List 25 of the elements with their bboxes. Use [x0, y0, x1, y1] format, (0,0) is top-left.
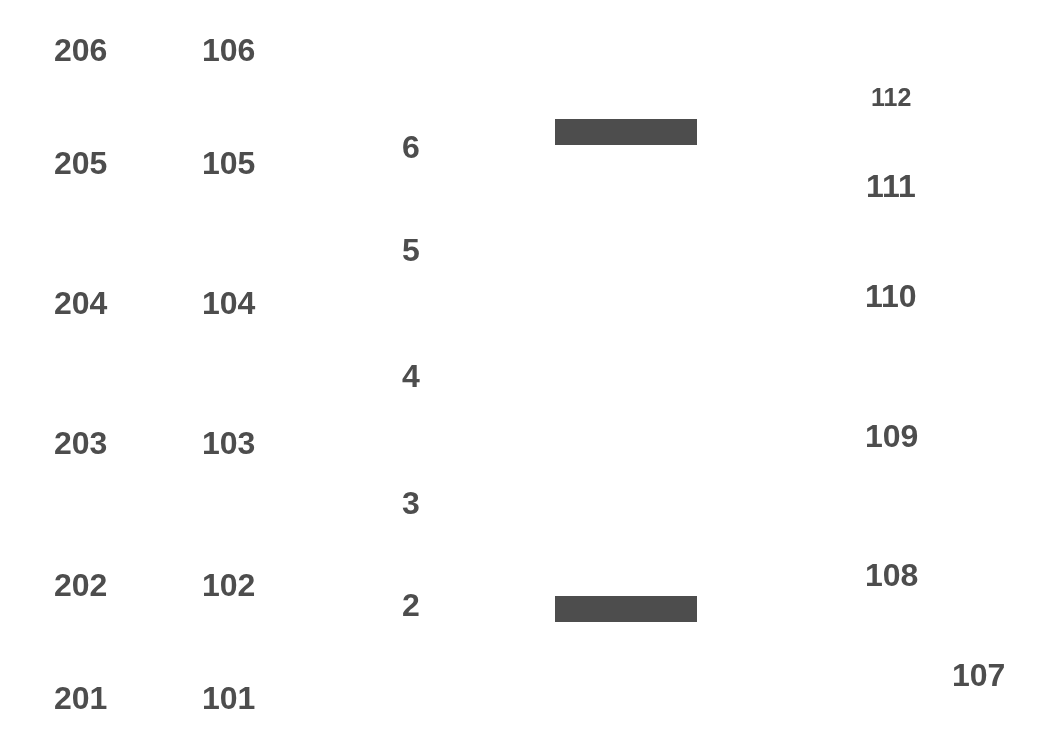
callout-number: 6 [402, 131, 420, 163]
callout-number: 201 [54, 682, 108, 714]
callout-number: 109 [865, 420, 919, 452]
callout-number: 101 [202, 682, 256, 714]
horizontal-bar [555, 596, 697, 622]
callout-number: 111 [866, 170, 916, 202]
callout-number: 4 [402, 360, 420, 392]
callout-number: 204 [54, 287, 108, 319]
callout-number: 106 [202, 34, 256, 66]
callout-number: 107 [952, 659, 1006, 691]
callout-number: 5 [402, 234, 420, 266]
callout-number: 205 [54, 147, 108, 179]
callout-number: 2 [402, 589, 420, 621]
callout-number: 105 [202, 147, 256, 179]
callout-number: 110 [865, 280, 917, 312]
callout-number: 102 [202, 569, 256, 601]
callout-number: 103 [202, 427, 256, 459]
callout-number: 104 [202, 287, 256, 319]
callout-number: 112 [871, 84, 912, 110]
callout-number: 3 [402, 487, 420, 519]
callout-number: 203 [54, 427, 108, 459]
callout-number: 108 [865, 559, 919, 591]
horizontal-bar [555, 119, 697, 145]
callout-number: 206 [54, 34, 108, 66]
callout-number: 202 [54, 569, 108, 601]
